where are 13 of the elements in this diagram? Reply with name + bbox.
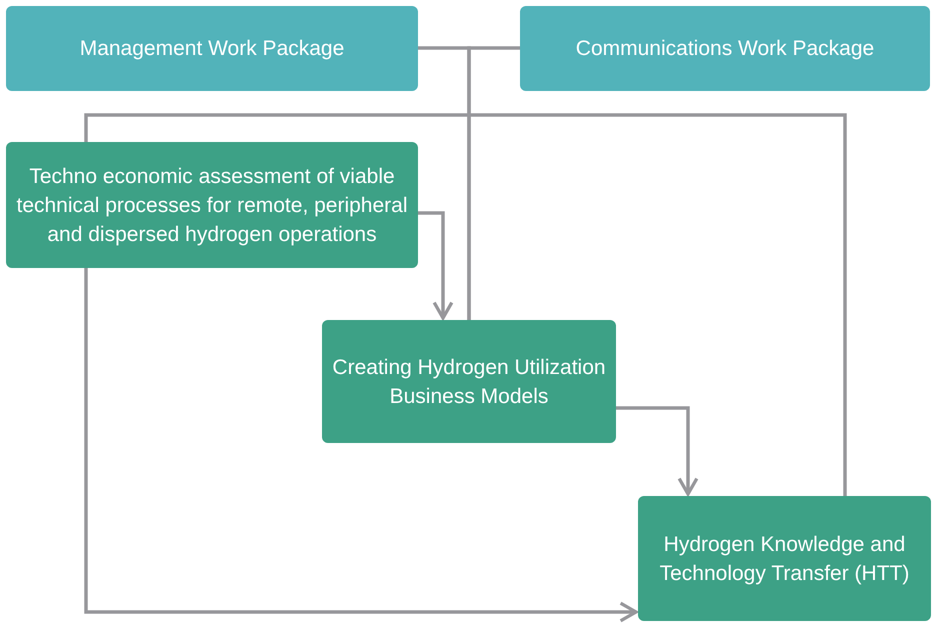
box-label: Techno economic assessment of viable technical processes for remote, peripheral and dispersed hydrogen operations — [16, 164, 408, 248]
process-box — [520, 6, 930, 91]
process-box — [6, 142, 418, 268]
box-label: Communications Work Package — [576, 36, 874, 62]
process-box — [638, 496, 931, 621]
connector-arrow — [418, 211, 454, 320]
process-box — [6, 6, 418, 91]
box-label: Creating Hydrogen Utilization Business Models — [332, 354, 606, 410]
process-box — [322, 320, 616, 443]
connector-arrow — [616, 406, 698, 496]
box-label: Hydrogen Knowledge and Technology Transfer (HTT) — [658, 532, 910, 586]
connector-arrow — [84, 268, 638, 622]
box-label: Management Work Package — [80, 36, 344, 62]
